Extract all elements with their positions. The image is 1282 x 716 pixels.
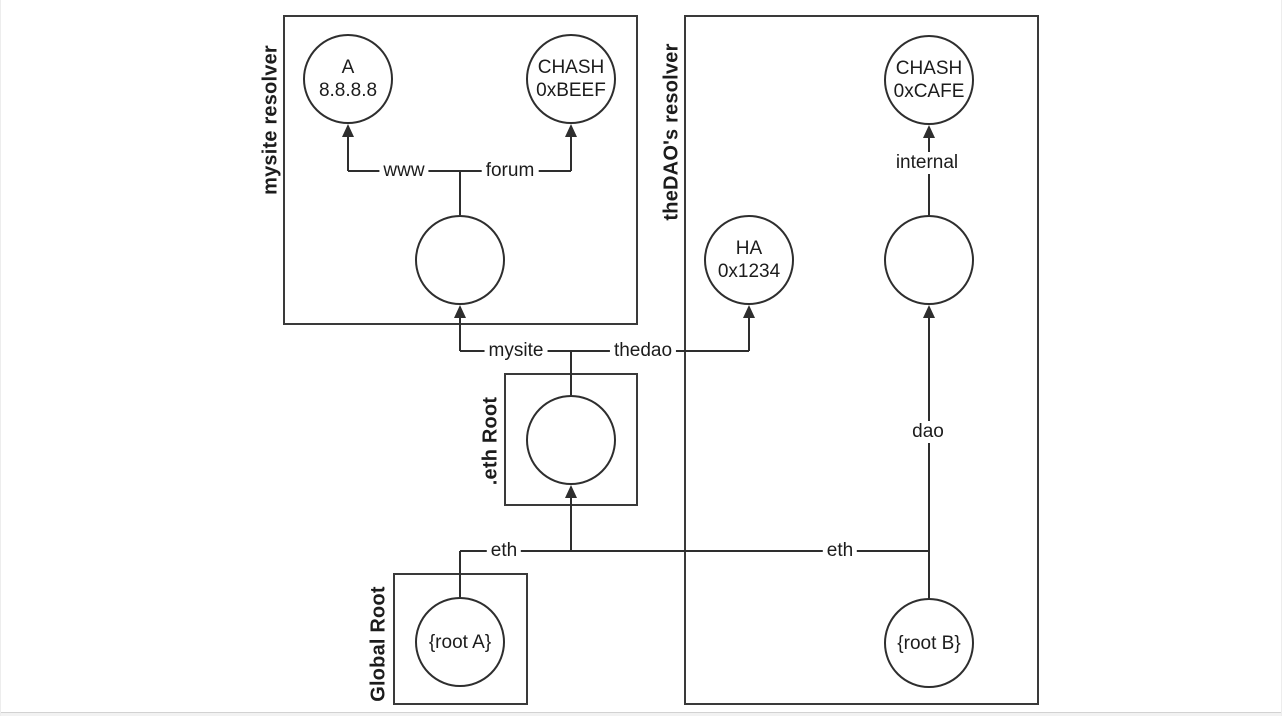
node-label: A [341,57,355,78]
edge-label-dao: dao [908,421,948,443]
arrowhead-icon [565,124,577,137]
arrowhead-icon [923,125,935,138]
node-label: 0xBEEF [536,80,606,101]
edge-label-www: www [379,160,429,182]
page-bottom-bar [1,712,1281,716]
node-eth-root-node [526,395,616,485]
edge-label-eth: eth [822,540,858,562]
group-label-eth-root: .eth Root [479,396,502,486]
edge-label-forum: forum [481,160,539,182]
arrowhead-icon [565,485,577,498]
node-label: CHASH [895,58,963,79]
edge-segment [570,351,572,395]
edge-segment [748,307,750,351]
edge-label-thedao: thedao [609,340,677,362]
edge-segment [459,307,461,351]
edge-segment [570,126,572,171]
edge-label-mysite: mysite [484,340,548,362]
node-label: {root A} [428,631,492,653]
node-label: 8.8.8.8 [318,80,378,101]
node-label: {root B} [897,632,961,654]
edge-segment [460,350,749,352]
group-box-thedao-resolver [684,15,1039,705]
node-root-b: {root B} [884,598,974,688]
node-thedao-root-node [884,215,974,305]
arrowhead-icon [454,305,466,318]
edge-segment [459,171,461,215]
group-label-thedao-resolver: theDAO's resolver [660,43,683,221]
arrowhead-icon [342,124,354,137]
edge-label-eth: eth [486,540,522,562]
edge-segment [570,487,572,551]
node-label: CHASH [537,57,605,78]
edge-segment [347,126,349,171]
node-label: 0x1234 [717,261,781,282]
edge-segment [460,550,929,552]
edge-label-internal: internal [891,152,963,174]
node-mysite-root-node [415,215,505,305]
group-label-mysite-resolver: mysite resolver [259,45,282,195]
edge-segment [928,307,930,598]
arrowhead-icon [743,305,755,318]
node-label: 0xCAFE [893,81,965,102]
group-label-global-root: Global Root [367,586,390,702]
arrowhead-icon [923,305,935,318]
node-root-a: {root A} [415,597,505,687]
node-label: HA [735,238,763,259]
edge-segment [459,551,461,597]
